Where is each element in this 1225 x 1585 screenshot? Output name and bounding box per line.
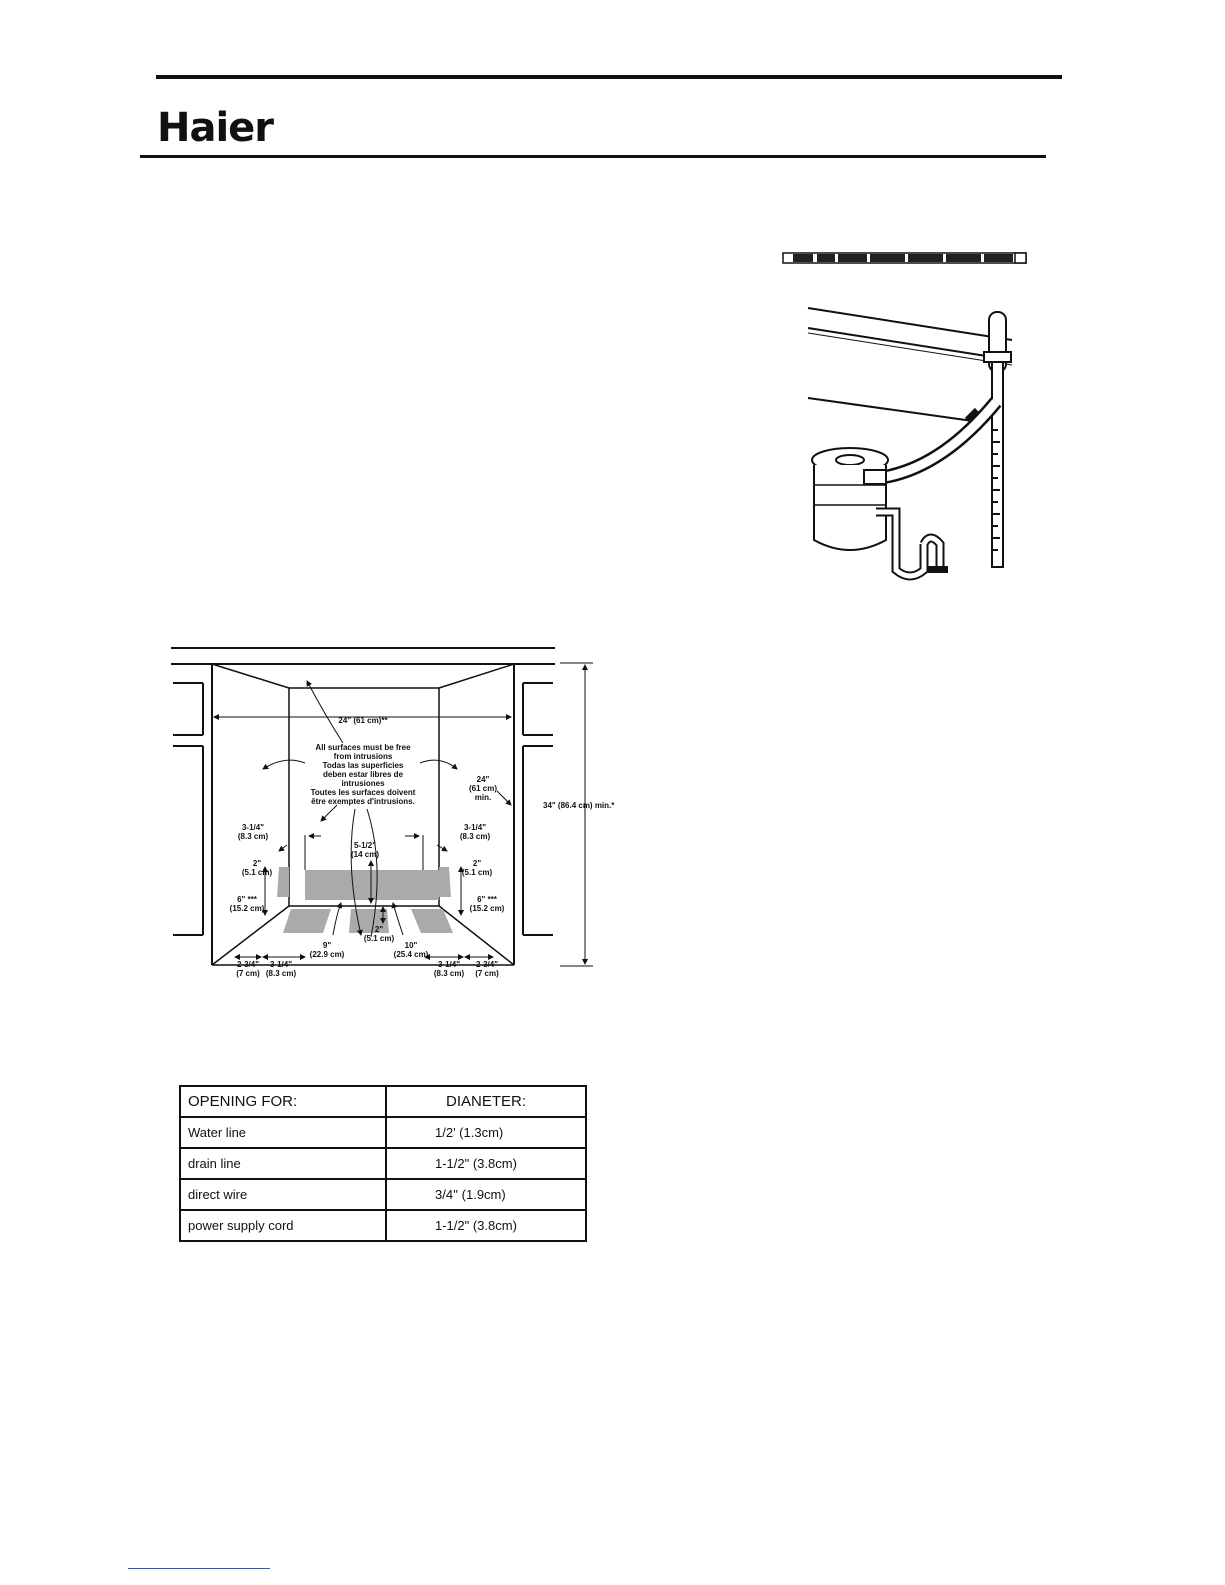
opening-cell: Water line <box>179 1116 387 1149</box>
header-rule <box>140 155 1046 158</box>
note-surfaces-en-1: All surfaces must be free <box>315 743 411 752</box>
opening-cell: drain line <box>179 1147 387 1180</box>
dim-center-5-1-2-cm: (14 cm) <box>351 850 379 859</box>
dim-br-3-1-4: 3-1/4" <box>438 960 460 969</box>
dim-bottom-9-cm: (22.9 cm) <box>310 950 345 959</box>
dim-center-5-1-2: 5-1/2" <box>354 841 376 850</box>
dim-br-3-1-4-cm: (8.3 cm) <box>434 969 465 978</box>
dim-right-2: 2" <box>473 859 481 868</box>
diameter-cell: 3/4'' (1.9cm) <box>385 1178 587 1211</box>
dim-depth-3: min. <box>475 793 491 802</box>
dim-height-label: 34" (86.4 cm) min.* <box>543 801 615 810</box>
dim-left-3-1-4-cm: (8.3 cm) <box>238 832 269 841</box>
dim-bl-3-1-4: 3-1/4" <box>270 960 292 969</box>
table-row: power supply cord 1-1/2" (3.8cm) <box>179 1209 587 1242</box>
dim-left-6: 6" *** <box>237 895 258 904</box>
opening-cell: power supply cord <box>179 1209 387 1242</box>
table-row: Water line 1/2' (1.3cm) <box>179 1116 587 1149</box>
dim-left-3-1-4: 3-1/4" <box>242 823 264 832</box>
dim-bottom-9: 9" <box>323 941 331 950</box>
dim-bl-2-3-4-cm: (7 cm) <box>236 969 260 978</box>
note-surfaces-fr-2: être exemptes d'intrusions. <box>311 797 415 806</box>
dim-right-3-1-4-cm: (8.3 cm) <box>460 832 491 841</box>
dim-bl-3-1-4-cm: (8.3 cm) <box>266 969 297 978</box>
dim-center-2: 2" <box>375 925 383 934</box>
diameter-cell: 1-1/2" (3.8cm) <box>385 1209 587 1242</box>
table-header-row: OPENING FOR: DIANETER: <box>179 1085 587 1118</box>
dim-center-2-cm: (5.1 cm) <box>364 934 395 943</box>
top-rule <box>156 75 1062 79</box>
note-surfaces-es-1: Todas las superficies <box>323 761 404 770</box>
note-surfaces-es-3: intrusiones <box>341 779 385 788</box>
dim-br-2-3-4: 2-3/4" <box>476 960 498 969</box>
dim-bl-2-3-4: 2-3/4" <box>237 960 259 969</box>
disposer-connection-illustration <box>807 307 1013 581</box>
footer-link-underline <box>128 1568 270 1569</box>
dim-bottom-10: 10" <box>405 941 418 950</box>
dim-left-6-cm: (15.2 cm) <box>230 904 265 913</box>
dim-left-2: 2" <box>253 859 261 868</box>
dim-depth-2: (61 cm) <box>469 784 497 793</box>
dim-br-2-3-4-cm: (7 cm) <box>475 969 499 978</box>
dim-right-6-cm: (15.2 cm) <box>470 904 505 913</box>
diameter-cell: 1/2' (1.3cm) <box>385 1116 587 1149</box>
dim-right-6: 6" *** <box>477 895 498 904</box>
dim-right-3-1-4: 3-1/4" <box>464 823 486 832</box>
dim-depth-1: 24" <box>477 775 490 784</box>
dim-right-2-cm: (5.1 cm) <box>462 868 493 877</box>
column-header-diameter: DIANETER: <box>385 1085 587 1118</box>
table-row: drain line 1-1/2" (3.8cm) <box>179 1147 587 1180</box>
table-row: direct wire 3/4'' (1.9cm) <box>179 1178 587 1211</box>
note-surfaces-en-2: from intrusions <box>334 752 393 761</box>
cabinet-opening-diagram: 24" (61 cm)** 34" (86.4 cm) min.* All su… <box>171 647 615 978</box>
column-header-opening: OPENING FOR: <box>179 1085 387 1118</box>
drain-hose-illustration <box>782 252 1027 264</box>
dim-left-2-cm: (5.1 cm) <box>242 868 273 877</box>
opening-cell: direct wire <box>179 1178 387 1211</box>
note-surfaces-es-2: deben estar libres de <box>323 770 404 779</box>
note-surfaces-fr-1: Toutes les surfaces doivent <box>311 788 416 797</box>
diameter-cell: 1-1/2" (3.8cm) <box>385 1147 587 1180</box>
dim-width-label: 24" (61 cm)** <box>338 716 388 725</box>
openings-table: OPENING FOR: DIANETER: Water line 1/2' (… <box>179 1085 587 1242</box>
brand-logo: Haier <box>157 105 274 151</box>
dim-bottom-10-cm: (25.4 cm) <box>394 950 429 959</box>
